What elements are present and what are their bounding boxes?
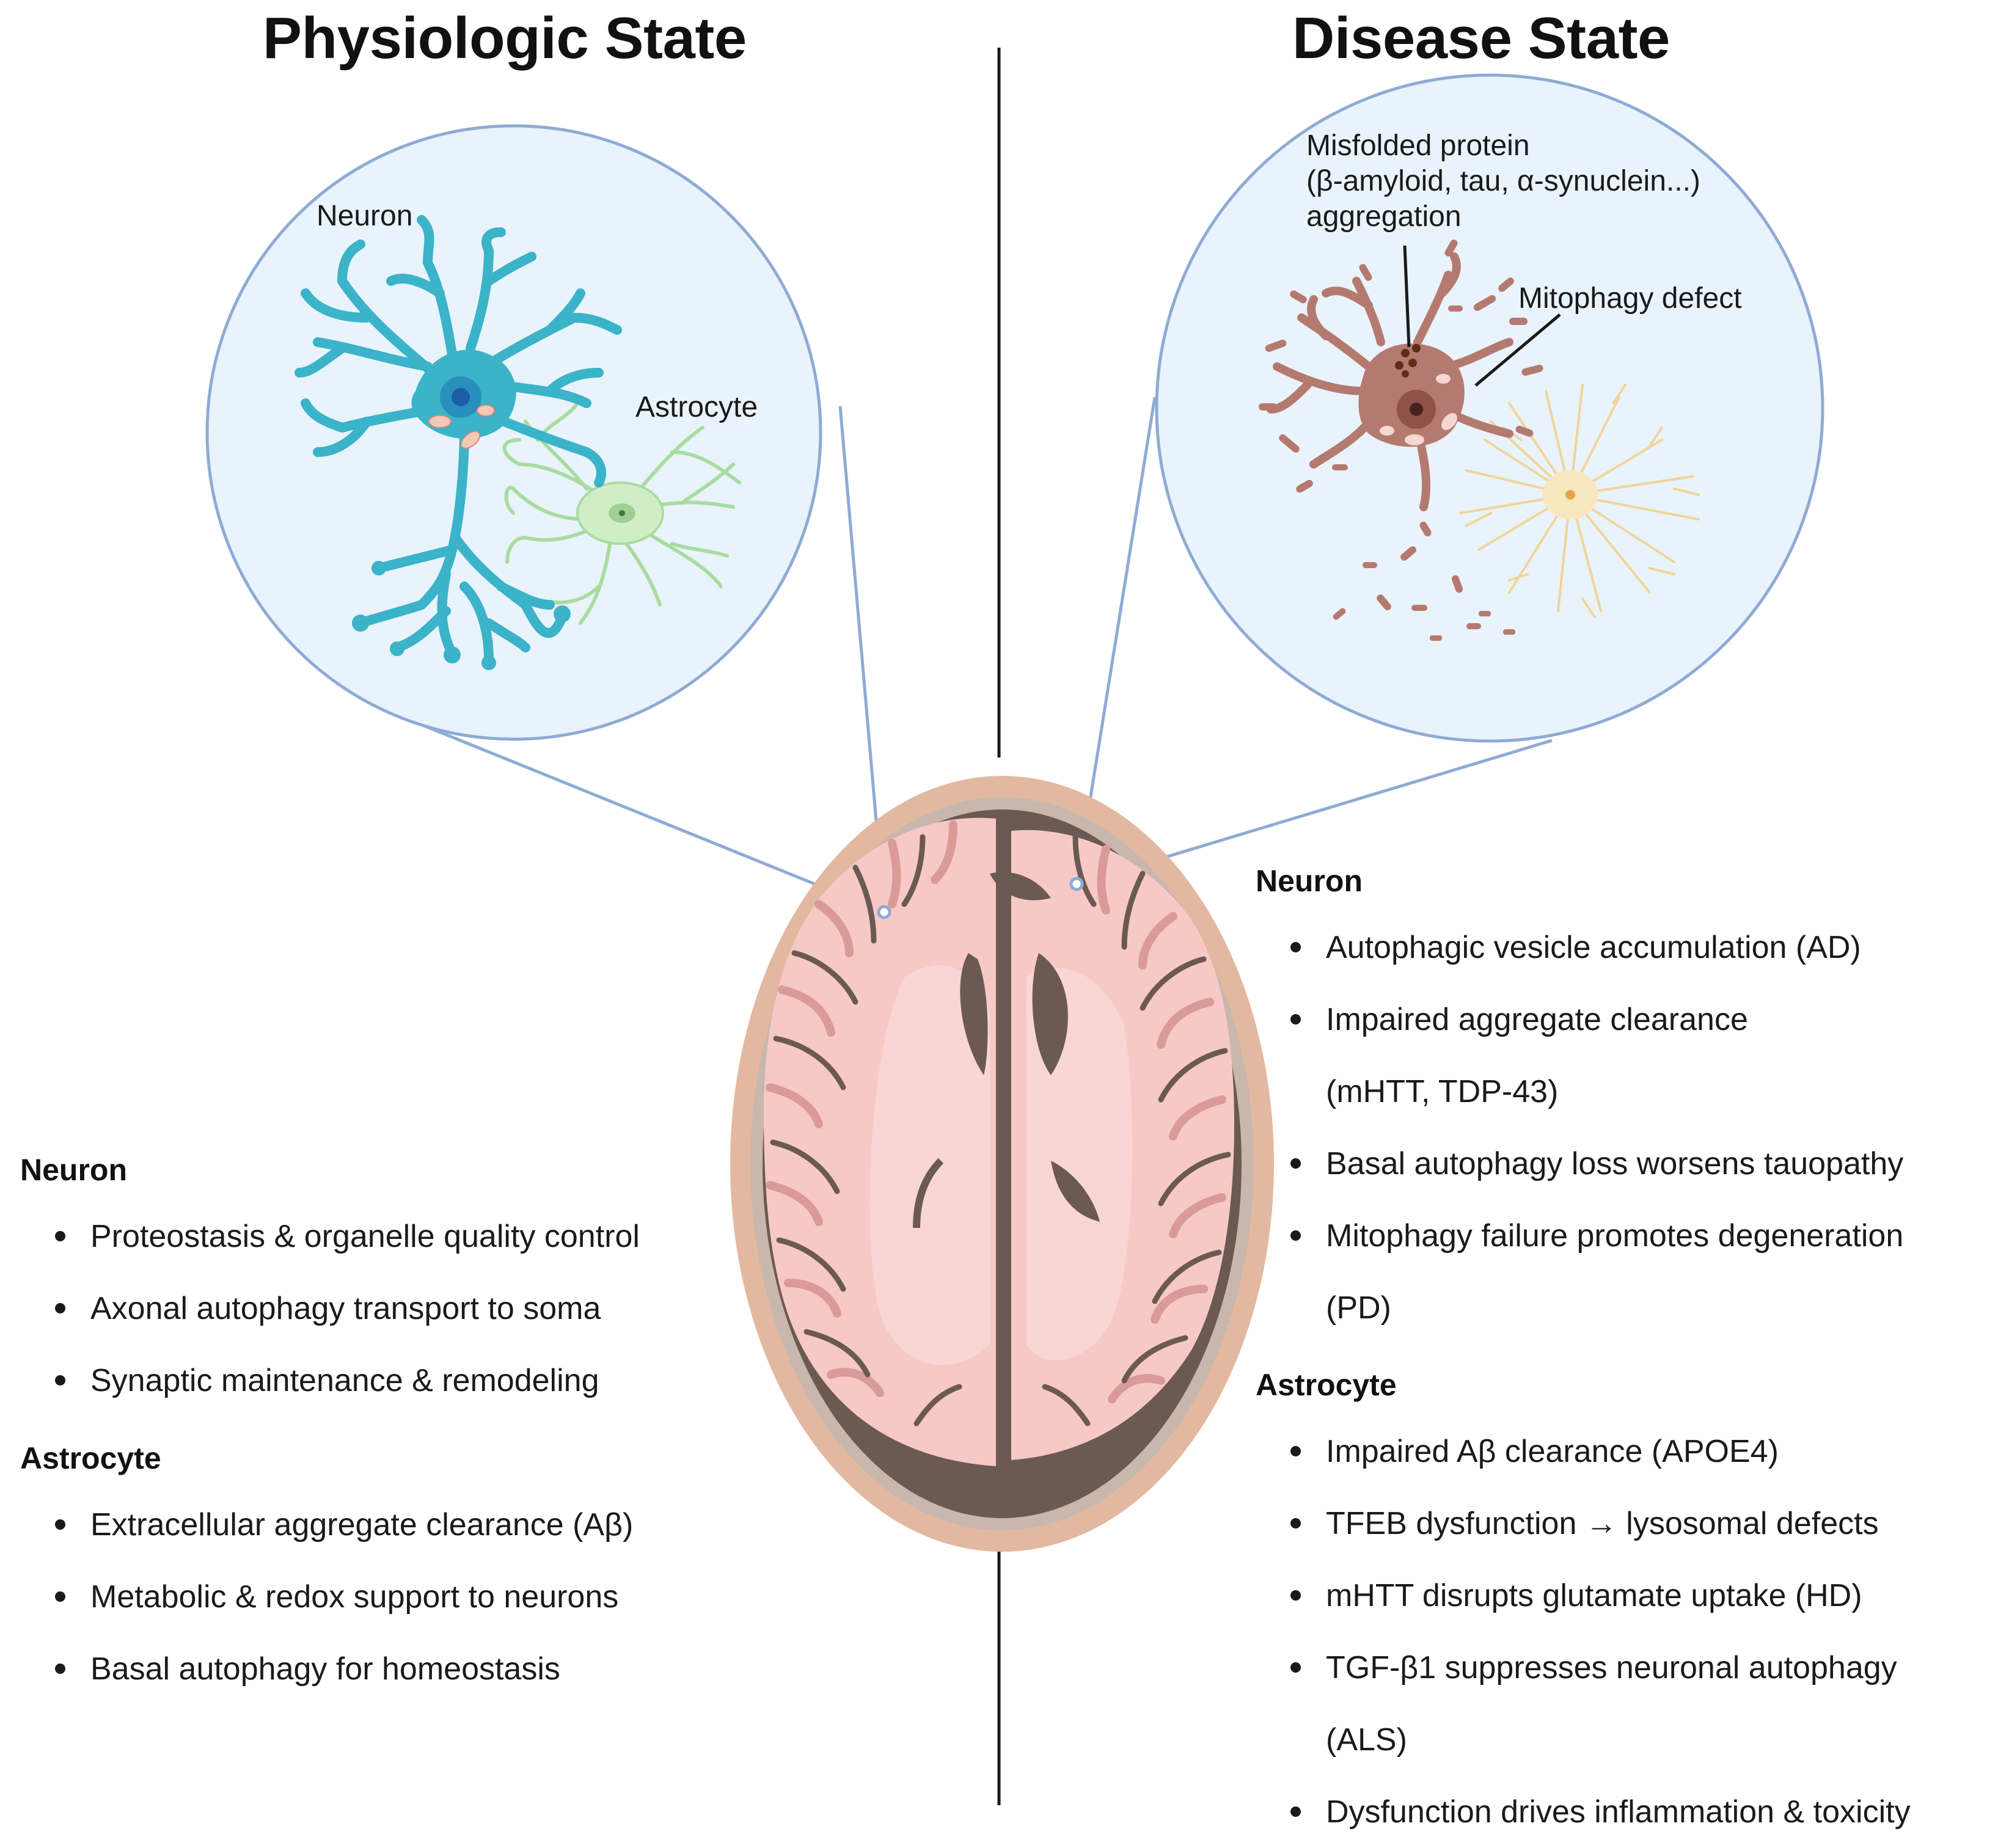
healthy-astrocyte-body bbox=[576, 481, 664, 545]
disease-neuron-panel: Neuron Autophagic vesicle accumulation (… bbox=[1256, 863, 1903, 1344]
connector-endpoints bbox=[877, 877, 1084, 919]
misfolded-line-2: (β-amyloid, tau, α-synuclein...) bbox=[1306, 165, 1700, 197]
list-item: Dysfunction drives inflammation & toxici… bbox=[1290, 1776, 1911, 1848]
list-item: TFEB dysfunction → lysosomal defects bbox=[1290, 1488, 1911, 1560]
disease-neuron-list: Autophagic vesicle accumulation (AD) Imp… bbox=[1256, 911, 1903, 1344]
brain-icon bbox=[730, 776, 1274, 1552]
misfolded-line-1: Misfolded protein bbox=[1306, 130, 1530, 162]
physiologic-astrocyte-panel: Astrocyte Extracellular aggregate cleara… bbox=[20, 1440, 633, 1705]
physiologic-neuron-list: Proteostasis & organelle quality control… bbox=[20, 1200, 640, 1417]
list-item: Synaptic maintenance & remodeling bbox=[55, 1345, 640, 1417]
diseased-neuron-body bbox=[1358, 343, 1465, 447]
disease-zoom-circle bbox=[1155, 73, 1824, 743]
healthy-neuron-endpoints bbox=[352, 561, 571, 670]
disease-astrocyte-panel: Astrocyte Impaired Aβ clearance (APOE4) … bbox=[1256, 1367, 1911, 1848]
list-item: Impaired Aβ clearance (APOE4) bbox=[1290, 1415, 1911, 1488]
mitophagy-defect-label: Mitophagy defect bbox=[1518, 282, 1742, 315]
list-item: Extracellular aggregate clearance (Aβ) bbox=[54, 1489, 633, 1561]
physiologic-zoom-circle bbox=[205, 124, 822, 741]
list-item: Basal autophagy for homeostasis bbox=[54, 1633, 633, 1705]
healthy-neuron-icon bbox=[295, 215, 622, 665]
neuron-label: Neuron bbox=[317, 200, 413, 232]
list-item: Proteostasis & organelle quality control bbox=[55, 1200, 640, 1273]
diseased-neuron-fragments bbox=[1259, 239, 1543, 641]
disease-astrocyte-list: Impaired Aβ clearance (APOE4) TFEB dysfu… bbox=[1256, 1415, 1911, 1848]
callout-lines bbox=[1403, 245, 1561, 387]
physiologic-astrocyte-title: Astrocyte bbox=[20, 1441, 161, 1475]
list-item: Autophagic vesicle accumulation (AD) bbox=[1290, 911, 1903, 984]
physiologic-state-title: Physiologic State bbox=[263, 5, 747, 71]
list-item: Impaired aggregate clearance(mHTT, TDP-4… bbox=[1290, 984, 1903, 1128]
disease-state-title: Disease State bbox=[1292, 5, 1670, 71]
healthy-neuron-body bbox=[411, 349, 516, 449]
list-item: TGF-β1 suppresses neuronal autophagy(ALS… bbox=[1290, 1632, 1911, 1776]
list-item: Axonal autophagy transport to soma bbox=[55, 1273, 640, 1345]
list-item: Metabolic & redox support to neurons bbox=[54, 1561, 633, 1633]
physiologic-astrocyte-list: Extracellular aggregate clearance (Aβ) M… bbox=[20, 1489, 633, 1705]
misfolded-protein-label: Misfolded protein (β-amyloid, tau, α-syn… bbox=[1306, 128, 1700, 235]
disease-astrocyte-title: Astrocyte bbox=[1256, 1368, 1397, 1402]
list-item: Mitophagy failure promotes degeneration(… bbox=[1290, 1200, 1903, 1344]
diseased-astrocyte-body bbox=[1543, 470, 1598, 519]
physiologic-neuron-title: Neuron bbox=[20, 1153, 127, 1187]
misfolded-line-3: aggregation bbox=[1306, 200, 1462, 233]
disease-neuron-title: Neuron bbox=[1256, 864, 1363, 898]
list-item: mHTT disrupts glutamate uptake (HD) bbox=[1290, 1560, 1911, 1632]
list-item: Basal autophagy loss worsens tauopathy bbox=[1290, 1128, 1903, 1200]
astrocyte-label: Astrocyte bbox=[635, 391, 758, 423]
protein-aggregates bbox=[1395, 344, 1421, 378]
physiologic-neuron-panel: Neuron Proteostasis & organelle quality … bbox=[20, 1152, 640, 1417]
